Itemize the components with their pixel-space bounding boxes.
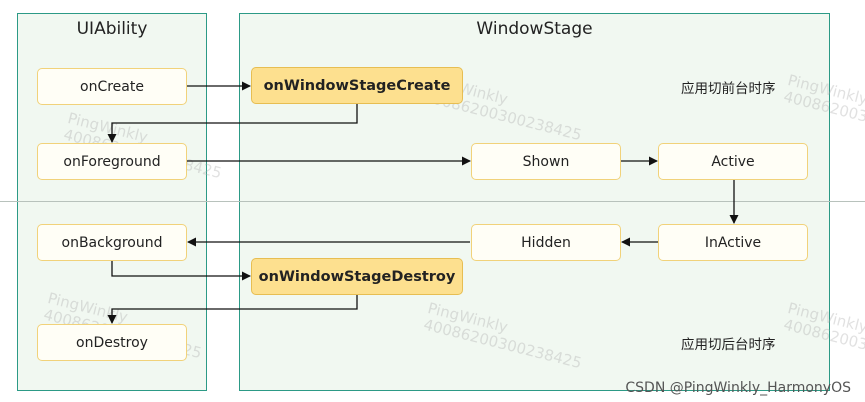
hidden-label: Hidden xyxy=(521,234,571,251)
ondestroy-label: onDestroy xyxy=(76,334,148,351)
arrow-background-to-windowstagedestroy xyxy=(111,261,251,281)
inactive-node: InActive xyxy=(658,224,808,261)
phase-divider xyxy=(0,201,865,202)
inactive-label: InActive xyxy=(704,234,762,251)
active-label: Active xyxy=(711,153,755,170)
oncreate-node: onCreate xyxy=(37,68,187,105)
background-sequence-note: 应用切后台时序 xyxy=(681,337,776,353)
onbackground-label: onBackground xyxy=(61,234,163,251)
hidden-node: Hidden xyxy=(471,224,621,261)
shown-label: Shown xyxy=(522,153,570,170)
active-node: Active xyxy=(658,143,808,180)
onwindowstagecreate-node: onWindowStageCreate xyxy=(251,67,463,104)
onwindowstagedestroy-label: onWindowStageDestroy xyxy=(258,268,456,285)
onforeground-node: onForeground xyxy=(37,143,187,180)
csdn-credit: CSDN @PingWinkly_HarmonyOS xyxy=(625,380,851,396)
onbackground-node: onBackground xyxy=(37,224,187,261)
windowstage-title: WindowStage xyxy=(476,19,593,39)
ondestroy-node: onDestroy xyxy=(37,324,187,361)
onwindowstagecreate-label: onWindowStageCreate xyxy=(263,77,451,94)
uiability-title: UIAbility xyxy=(76,19,148,39)
shown-node: Shown xyxy=(471,143,621,180)
onforeground-label: onForeground xyxy=(63,153,161,170)
oncreate-label: onCreate xyxy=(80,78,144,95)
arrow-windowstagecreate-to-foreground xyxy=(107,104,358,143)
arrow-windowstagedestroy-to-destroy xyxy=(107,295,358,324)
foreground-sequence-note: 应用切前台时序 xyxy=(681,81,776,97)
onwindowstagedestroy-node: onWindowStageDestroy xyxy=(251,258,463,295)
